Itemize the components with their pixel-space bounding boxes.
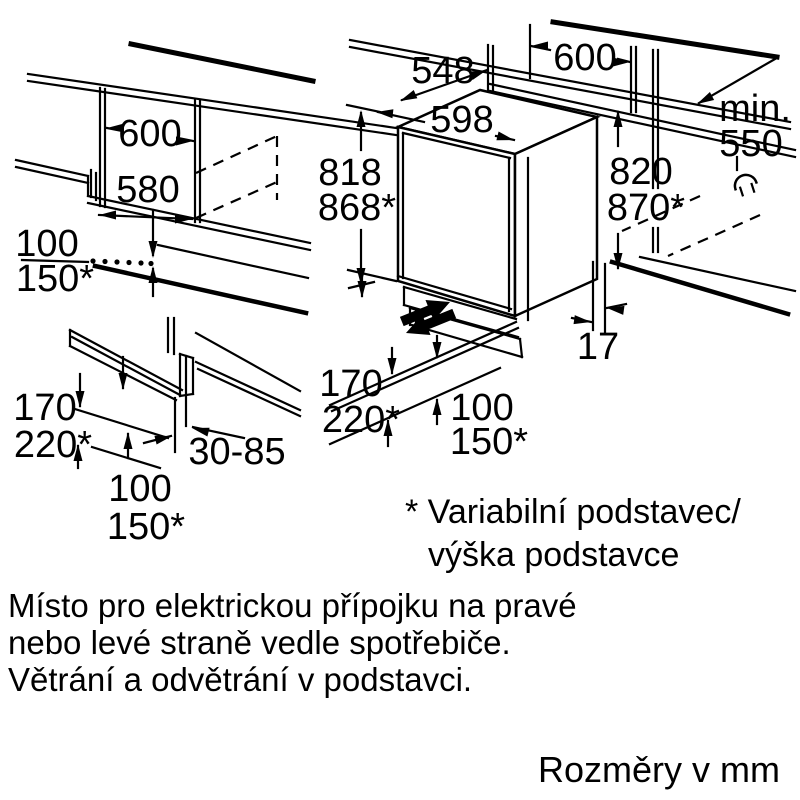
footnote-line2: výška podstavce xyxy=(428,536,679,574)
caption-block: * Variabilní podstavec/ výška podstavce … xyxy=(8,493,780,790)
dim-plinth-recess-variable: 150* xyxy=(450,421,528,463)
footnote-line1: * Variabilní podstavec/ xyxy=(405,493,741,531)
dim-plinth-height: 170 xyxy=(319,363,382,405)
appliance-dimension-view: 548 598 600 818 868* 820 870* min. 550 1… xyxy=(318,19,797,463)
dim-niche-height-variable: 870* xyxy=(607,187,685,229)
dim-plinth-height: 170 xyxy=(13,387,76,429)
dim-rear-gap: 17 xyxy=(577,326,619,368)
dim-plinth-recess: 100 xyxy=(108,468,171,510)
dim-clear-width: 580 xyxy=(116,169,179,211)
dim-plinth-height-variable: 220* xyxy=(14,424,92,466)
dim-recess-variable: 150* xyxy=(16,258,94,300)
units-label: Rozměry v mm xyxy=(538,749,780,790)
dim-appliance-height-variable: 868* xyxy=(318,187,396,229)
dim-plinth-recess: 100 xyxy=(450,387,513,429)
dim-foot-adjust-range: 30-85 xyxy=(188,431,285,473)
dim-plinth-height-variable: 220* xyxy=(322,399,400,441)
installation-note-line1: Místo pro elektrickou přípojku na pravé xyxy=(8,587,577,624)
plinth-detail-view: 170 220* 30-85 100 150* xyxy=(13,316,302,548)
dim-niche-height: 820 xyxy=(609,151,672,193)
niche-cutout-view: 600 580 100 150* xyxy=(14,41,398,316)
dim-niche-width: 600 xyxy=(553,37,616,79)
dim-depth: 548 xyxy=(411,50,474,92)
dim-niche-width: 600 xyxy=(118,113,181,155)
dim-appliance-height: 818 xyxy=(318,152,381,194)
dim-recess: 100 xyxy=(15,223,78,265)
dim-worktop-depth: 550 xyxy=(719,123,782,165)
installation-note-line2: nebo levé straně vedle spotřebiče. xyxy=(8,624,511,661)
power-socket-icon xyxy=(733,155,758,197)
dim-worktop-depth-prefix: min. xyxy=(719,88,791,130)
plinth-removal-arrow xyxy=(406,308,457,335)
dim-plinth-recess-variable: 150* xyxy=(107,506,185,548)
plinth-removal-arrow xyxy=(399,300,450,327)
installation-note-line3: Větrání a odvětrání v podstavci. xyxy=(8,661,472,698)
dim-width: 598 xyxy=(430,99,493,141)
